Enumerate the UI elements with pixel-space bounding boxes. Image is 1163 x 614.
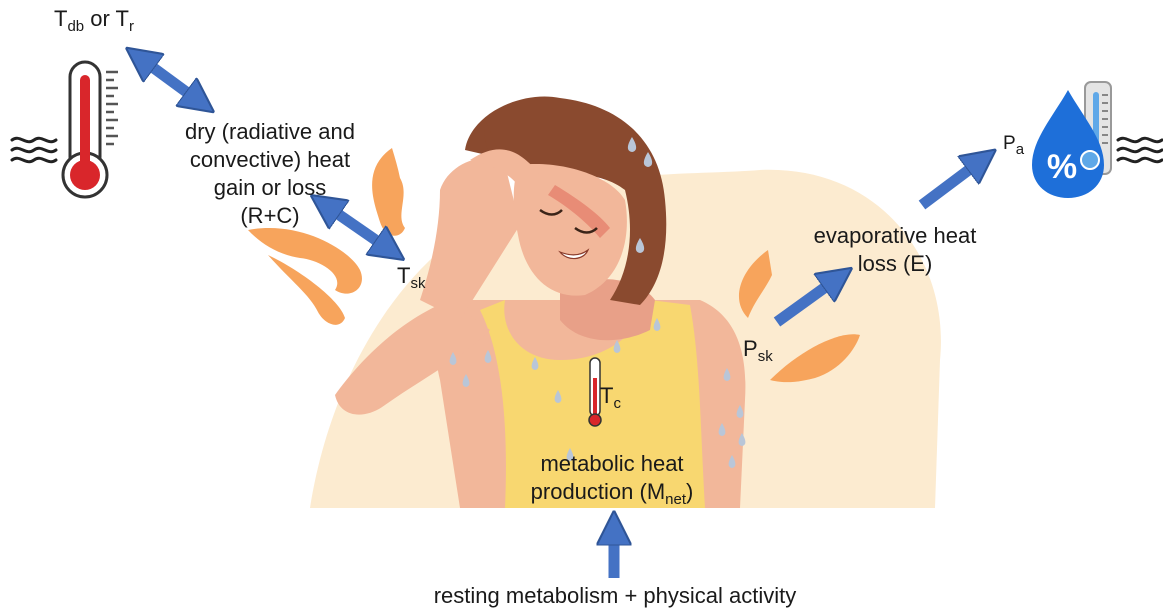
humidity-percent-symbol: % (1047, 148, 1077, 186)
psk-label: Psk (743, 335, 773, 363)
tc-label: Tc (600, 382, 621, 410)
tdb-or-tr-label: Tdb or Tr (54, 5, 134, 33)
dry-heat-label: dry (radiative and convective) heat gain… (150, 118, 390, 230)
humidity-drop-icon: % (1032, 82, 1111, 198)
tsk-label: Tsk (397, 262, 425, 290)
evaporative-heat-label: evaporative heat loss (E) (795, 222, 995, 278)
pa-label: Pa (1003, 130, 1024, 158)
thermometer-icon (63, 62, 118, 197)
arrow-tdb-dryheat (140, 58, 200, 102)
metabolic-heat-label: metabolic heat production (Mnet) (492, 450, 732, 506)
wind-lines-icon (1118, 138, 1162, 161)
arrow-evaporative-pa (922, 160, 982, 205)
activity-input-label: resting metabolism + physical activity (380, 582, 850, 610)
wind-lines-icon (12, 138, 56, 161)
